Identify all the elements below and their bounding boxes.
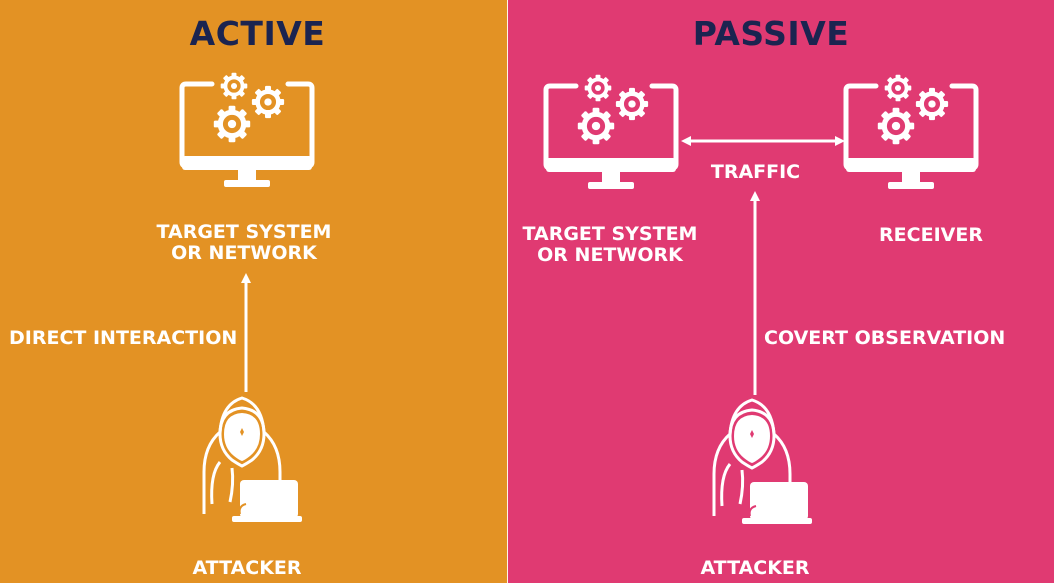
active-target-label: TARGET SYSTEM OR NETWORK [156, 221, 332, 264]
traffic-label: TRAFFIC [710, 161, 801, 183]
passive-panel: PASSIVE TARGET SYSTEM OR NETWORK TRAFFIC… [508, 0, 1054, 583]
passive-attacker-label: ATTACKER [700, 557, 810, 579]
hooded-hacker-laptop-icon [712, 398, 814, 526]
hooded-hacker-laptop-icon [202, 396, 304, 524]
active-panel: ACTIVE TARGET SYSTEM OR NETWORK DIRECT I… [0, 0, 508, 583]
active-title: ACTIVE [189, 14, 326, 53]
active-diagram [0, 0, 508, 524]
active-attacker-label: ATTACKER [192, 557, 302, 579]
covert-observation-label: COVERT OBSERVATION [764, 327, 1006, 349]
receiver-label: RECEIVER [879, 224, 983, 246]
passive-diagram [508, 0, 1054, 526]
passive-target-label: TARGET SYSTEM OR NETWORK [522, 223, 698, 266]
target-monitor-gears-icon [546, 75, 676, 189]
receiver-monitor-gears-icon [846, 75, 976, 189]
monitor-gears-icon [182, 73, 312, 187]
passive-title: PASSIVE [692, 14, 850, 53]
direct-interaction-label: DIRECT INTERACTION [9, 327, 238, 349]
